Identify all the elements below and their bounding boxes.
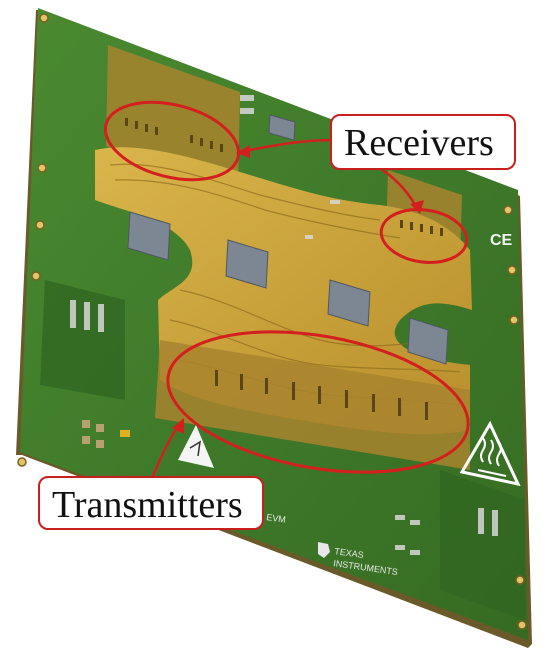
receiver-vias bbox=[125, 118, 443, 236]
transmitter-vias bbox=[215, 370, 428, 420]
ce-mark: CE bbox=[490, 232, 513, 249]
radar-chips bbox=[127, 114, 449, 365]
arrow-head-right bbox=[410, 200, 424, 214]
components bbox=[70, 95, 498, 555]
transmitters-label: Transmitters bbox=[38, 476, 264, 530]
mounting-holes bbox=[17, 13, 527, 630]
receivers-highlight-left bbox=[103, 100, 241, 182]
receivers-highlight-right bbox=[379, 208, 469, 264]
pads bbox=[82, 420, 130, 448]
arrow-head-left bbox=[236, 145, 250, 158]
esd-warning-icon bbox=[178, 425, 214, 468]
arrow-head-transmitter bbox=[172, 418, 184, 434]
evm-text: EVM bbox=[266, 512, 287, 525]
copper-area-left bbox=[40, 280, 125, 400]
transmitter-strip bbox=[155, 340, 470, 470]
receivers-label: Receivers bbox=[330, 114, 516, 170]
brand-texas: TEXAS bbox=[334, 546, 365, 560]
copper-area-right bbox=[440, 470, 525, 620]
transmitters-highlight bbox=[166, 330, 470, 474]
ti-logo-icon bbox=[318, 542, 330, 558]
hot-surface-warning-icon bbox=[459, 420, 521, 487]
